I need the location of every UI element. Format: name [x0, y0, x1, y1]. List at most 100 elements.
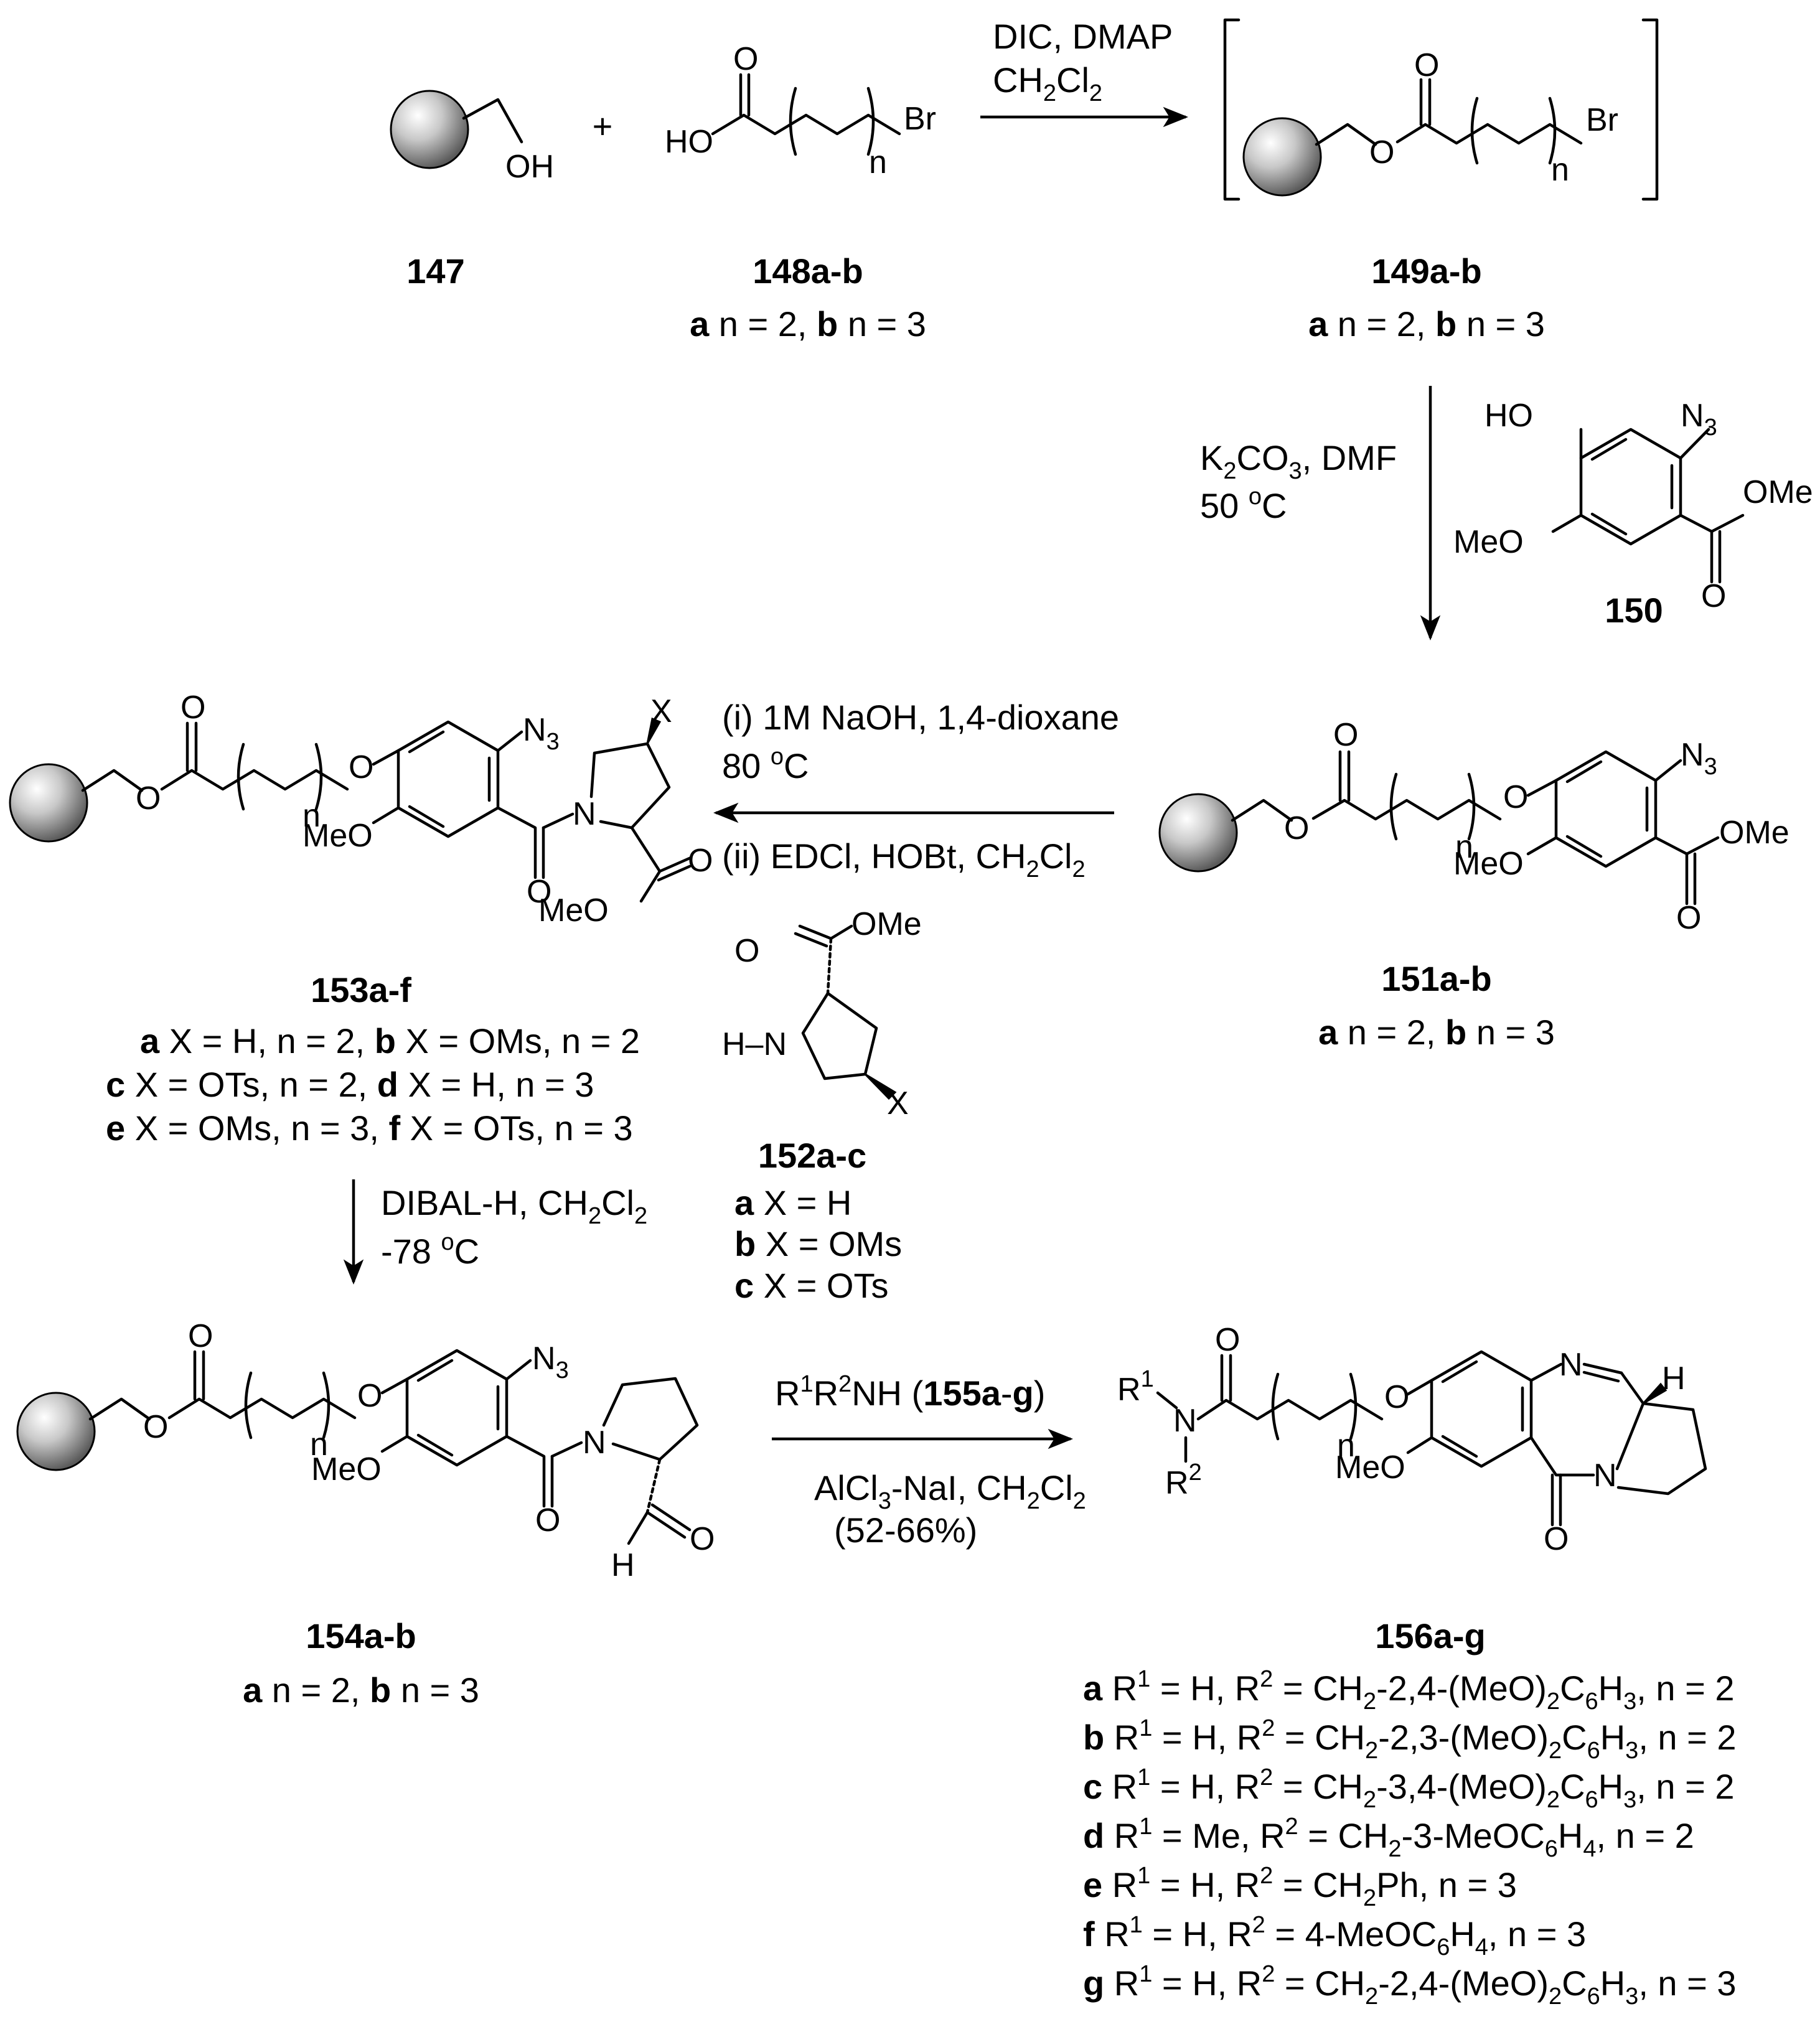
repeat-n-label: n — [303, 798, 321, 834]
resin-bead — [9, 763, 88, 843]
variant-label-148: a n = 2, b n = 3 — [690, 304, 926, 344]
carbonyl-o-label: O — [734, 933, 759, 969]
condition-step2-reagents: K2CO3, DMF — [1200, 438, 1397, 484]
structure-154: O O n O N3 MeO O N H O — [16, 1318, 715, 1583]
azide-label: N3 — [523, 712, 560, 755]
condition-step3-line3: (ii) EDCl, HOBt, CH2Cl2 — [722, 836, 1086, 883]
variant-row: e R1 = H, R2 = CH2Ph, n = 3 — [1083, 1863, 1517, 1911]
variant-row: b X = OMs — [734, 1224, 902, 1263]
carbonyl-o-label: O — [1215, 1322, 1240, 1358]
condition-step1-solvent: CH2Cl2 — [993, 60, 1102, 106]
bromine-label: Br — [904, 101, 936, 137]
structure-151: O O n O N3 MeO O OMe — [1158, 717, 1790, 936]
amide-n-label: N — [583, 1425, 606, 1461]
condition-step3-line2: 80 oC — [722, 744, 809, 785]
methyl-ester-label: OMe — [1743, 474, 1813, 510]
variant-list-152: a X = H b X = OMs c X = OTs — [734, 1183, 902, 1305]
methyl-ester-label: OMe — [851, 906, 922, 942]
condition-step5-line2: AlCl3-NaI, CH2Cl2 — [814, 1468, 1086, 1514]
condition-step5-line1: R1R2NH (155a-g) — [775, 1371, 1045, 1413]
variant-row: g R1 = H, R2 = CH2-2,4-(MeO)2C6H3, n = 3 — [1083, 1961, 1737, 2010]
repeat-n-label: n — [1455, 829, 1473, 865]
variant-list-156: a R1 = H, R2 = CH2-2,4-(MeO)2C6H3, n = 2… — [1083, 1666, 1737, 2010]
condition-step4-line2: -78 oC — [381, 1229, 479, 1271]
ether-o-label: O — [357, 1378, 382, 1414]
lactam-o-label: O — [1544, 1521, 1569, 1557]
structure-147: OH — [390, 90, 554, 185]
variant-row: c R1 = H, R2 = CH2-3,4-(MeO)2C6H3, n = 2 — [1083, 1764, 1735, 1813]
variant-row: c X = OTs — [734, 1266, 888, 1305]
repeat-n-label: n — [1337, 1428, 1355, 1464]
condition-step3-line1: (i) 1M NaOH, 1,4-dioxane — [722, 698, 1119, 737]
methoxy-label: MeO — [1453, 846, 1524, 882]
repeat-n-label: n — [869, 144, 887, 180]
azide-label: N3 — [1681, 398, 1717, 441]
methoxy-label: MeO — [303, 818, 373, 854]
amide-n-label: N — [573, 796, 596, 832]
ring-n-label: N — [1593, 1458, 1617, 1494]
structure-156: R1 N R2 O n O MeO N H O N — [1117, 1322, 1707, 1557]
substituent-x-label: X — [650, 693, 672, 729]
carbonyl-o-label: O — [1333, 717, 1358, 753]
variant-row: a R1 = H, R2 = CH2-2,4-(MeO)2C6H3, n = 2 — [1083, 1666, 1735, 1715]
ether-o-label: O — [349, 749, 373, 785]
amide-n-label: N — [1173, 1403, 1197, 1439]
condition-step4-line1: DIBAL-H, CH2Cl2 — [381, 1183, 647, 1229]
ester-o-label: O — [136, 780, 161, 817]
compound-label-153: 153a-f — [311, 970, 411, 1009]
condition-step5-line3: (52-66%) — [834, 1510, 977, 1550]
ester-o-label: O — [1369, 134, 1394, 171]
methoxy-label: MeO — [311, 1451, 382, 1487]
amide-o-label: O — [527, 874, 551, 910]
methyl-ester-label: OMe — [1719, 815, 1790, 851]
methyl-ester-label: MeO — [538, 892, 609, 929]
hydroxyl-label: HO — [1485, 398, 1533, 434]
ether-o-label: O — [1503, 779, 1528, 815]
aldehyde-o-label: O — [690, 1521, 715, 1557]
repeat-n-label: n — [1551, 152, 1569, 188]
carbonyl-o-label: O — [688, 843, 713, 879]
condition-step1-reagents: DIC, DMAP — [993, 17, 1173, 56]
carbonyl-o-label: O — [733, 41, 758, 77]
resin-bead — [16, 1392, 96, 1471]
amide-o-label: O — [535, 1502, 560, 1538]
condition-step2-temp: 50 oC — [1200, 484, 1287, 525]
resin-bead — [390, 90, 469, 169]
imine-n-label: N — [1559, 1347, 1583, 1383]
compound-label-152: 152a-c — [758, 1136, 866, 1175]
carbonyl-o-label: O — [1676, 900, 1701, 936]
compound-label-149: 149a-b — [1371, 251, 1481, 291]
structure-148: HO O n Br — [665, 41, 936, 180]
resin-bead — [1158, 793, 1238, 873]
compound-label-150: 150 — [1605, 591, 1663, 630]
ester-o-label: O — [1284, 810, 1309, 846]
methoxy-label: MeO — [1453, 524, 1524, 560]
variant-label-154: a n = 2, b n = 3 — [243, 1670, 479, 1710]
variant-row: d R1 = Me, R2 = CH2-3-MeOC6H4, n = 2 — [1083, 1814, 1694, 1862]
methoxy-label: MeO — [1335, 1449, 1405, 1486]
bromine-label: Br — [1586, 102, 1618, 138]
aldehyde-h-label: H — [611, 1547, 635, 1583]
compound-label-148: 148a-b — [753, 251, 863, 291]
r1-label: R1 — [1117, 1366, 1154, 1408]
azide-label: N3 — [532, 1341, 569, 1384]
plus-sign: + — [593, 106, 613, 146]
variant-row: f R1 = H, R2 = 4-MeOC6H4, n = 3 — [1083, 1912, 1586, 1960]
r2-label: R2 — [1165, 1459, 1202, 1501]
variant-label-151: a n = 2, b n = 3 — [1318, 1013, 1555, 1052]
ether-o-label: O — [1384, 1379, 1409, 1415]
hydroxyl-label: OH — [505, 149, 554, 185]
carbonyl-o-label: O — [188, 1318, 213, 1354]
structure-149: O O n Br — [1223, 18, 1659, 201]
compound-label-147: 147 — [406, 251, 464, 291]
amine-label: H–N — [722, 1026, 787, 1062]
stereo-h-label: H — [1662, 1360, 1686, 1397]
carbonyl-o-label: O — [1414, 47, 1439, 83]
variant-row: c X = OTs, n = 2, d X = H, n = 3 — [106, 1065, 594, 1104]
variant-label-149: a n = 2, b n = 3 — [1308, 304, 1545, 344]
resin-bead — [1242, 117, 1322, 197]
ester-o-label: O — [143, 1409, 168, 1445]
structure-152: OMe O H–N X — [722, 906, 922, 1122]
structure-150: HO N3 MeO O OMe — [1453, 398, 1813, 614]
